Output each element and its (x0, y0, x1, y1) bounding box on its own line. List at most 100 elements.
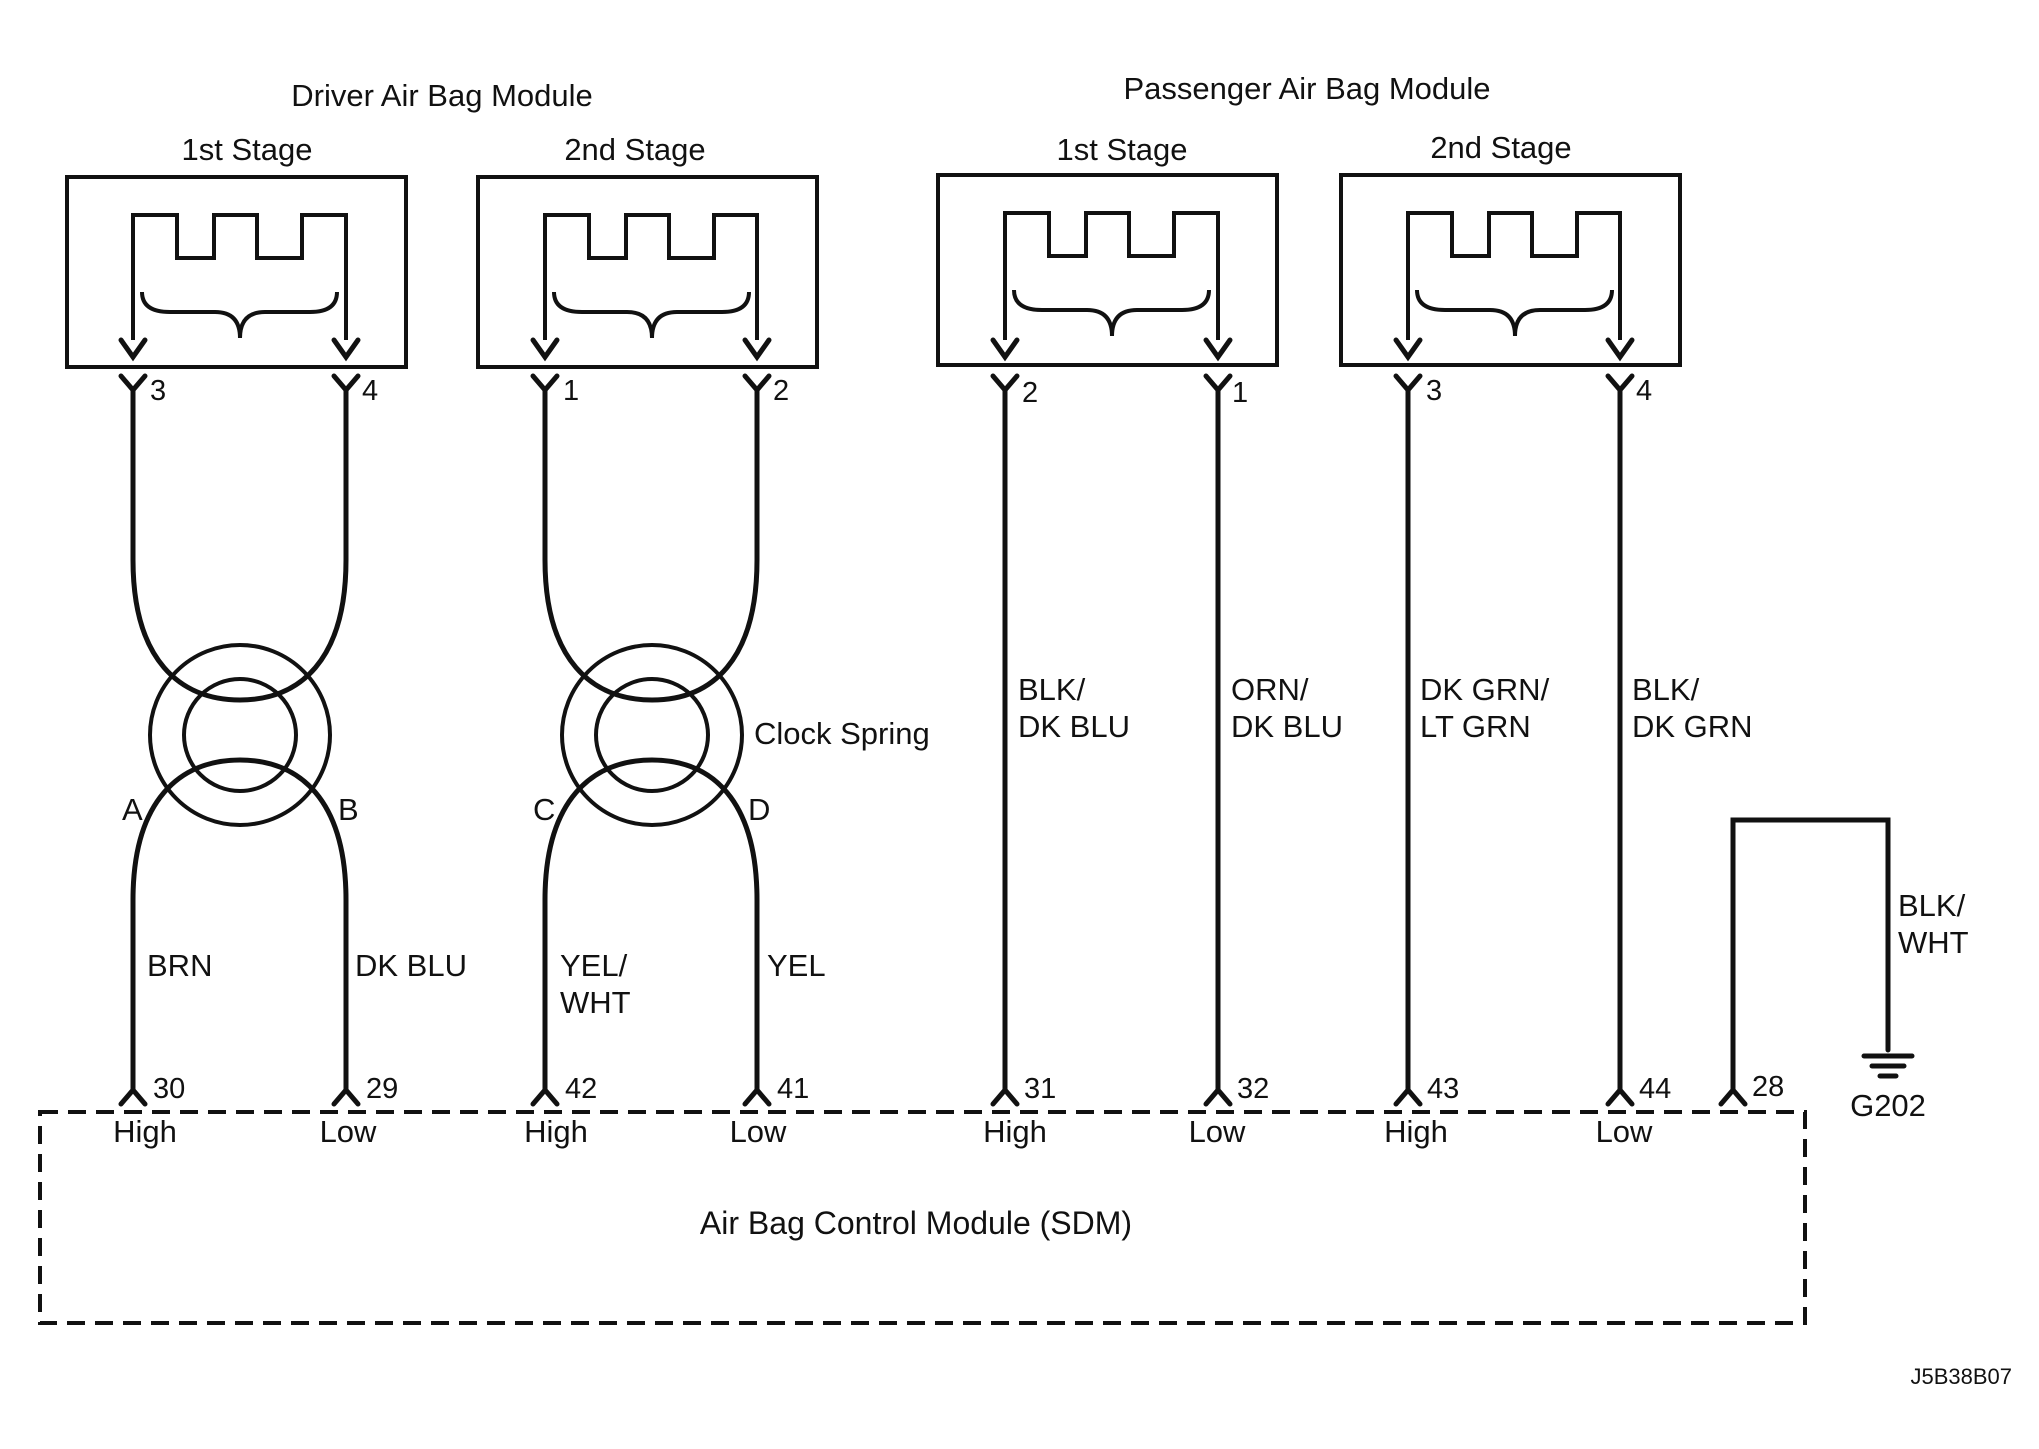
sdm-level-label: High (1384, 1114, 1448, 1149)
pin-label: 3 (150, 375, 166, 407)
inflator-box (936, 173, 1279, 367)
wire-color-label: ORN/ (1231, 672, 1309, 707)
wire-color-label: DK GRN (1632, 709, 1753, 744)
initiator-brace (1415, 289, 1614, 337)
passenger-wiring (1002, 387, 1623, 1093)
wire-color-label: BLK/ (1898, 888, 1966, 923)
sdm-module-label: Air Bag Control Module (SDM) (700, 1205, 1132, 1241)
arrow-icon (742, 337, 772, 362)
wire-color-label: DK BLU (1231, 709, 1343, 744)
sdm-level-label: Low (1189, 1114, 1246, 1149)
sdm-pin-label: 42 (565, 1073, 597, 1105)
connector-icon (1203, 1086, 1233, 1107)
ground-label: G202 (1850, 1088, 1926, 1123)
connector-icon (990, 1086, 1020, 1107)
clock-spring-terminal: A (122, 792, 143, 827)
wire-color-label: YEL (767, 948, 826, 983)
arrow-icon (990, 337, 1020, 362)
clock-spring-inner-ring (594, 677, 710, 793)
arrow-icon (1393, 337, 1423, 362)
sdm-pin-label: 32 (1237, 1073, 1269, 1105)
sdm-level-label: Low (730, 1114, 787, 1149)
wire-color-label: WHT (1898, 925, 1969, 960)
wire-upper-loop (542, 387, 760, 703)
pin-label: 2 (1022, 377, 1038, 409)
sdm-level-label: High (113, 1114, 177, 1149)
wire-lower-loop (542, 757, 760, 1093)
driver-stage1-inflator (65, 175, 408, 369)
pin-label: 3 (1426, 375, 1442, 407)
wire-color-label: WHT (560, 985, 631, 1020)
sdm-pin-label: 31 (1024, 1073, 1056, 1105)
clock-spring-label: Clock Spring (754, 716, 930, 751)
pin-label: 2 (773, 375, 789, 407)
wire-color-label: YEL/ (560, 948, 628, 983)
clock-spring-terminal: D (748, 792, 770, 827)
sdm-module-box (38, 1110, 1807, 1325)
sdm-connector-pins (118, 1086, 1748, 1107)
wire-color-label: BLK/ (1632, 672, 1700, 707)
driver-stage2-wiring (542, 387, 760, 1093)
wire-ground (1730, 817, 1891, 1093)
arrow-icon (1605, 337, 1635, 362)
ground-icon (1861, 1053, 1915, 1079)
driver-module-title: Driver Air Bag Module (291, 78, 593, 113)
sdm-level-label: Low (320, 1114, 377, 1149)
wire-upper-loop (130, 387, 349, 703)
wire-color-label: BRN (147, 948, 212, 983)
wire-color-label: DK GRN/ (1420, 672, 1550, 707)
initiator-brace (140, 291, 339, 339)
inflator-box (476, 175, 819, 369)
pin-label: 1 (1232, 377, 1248, 409)
sdm-level-label: High (524, 1114, 588, 1149)
connector-icon (1605, 1086, 1635, 1107)
arrow-icon (118, 337, 148, 362)
module-connector-pins (118, 373, 1635, 394)
sdm-pin-label: 28 (1752, 1071, 1784, 1103)
passenger-stage1-inflator (936, 173, 1279, 367)
clock-spring-inner-ring (182, 677, 298, 793)
wire-color-label: DK BLU (355, 948, 467, 983)
sdm-level-label: High (983, 1114, 1047, 1149)
clock-spring-outer-ring (148, 643, 332, 827)
connector-icon (1393, 1086, 1423, 1107)
initiator-element (1003, 211, 1220, 340)
arrow-icon (1203, 337, 1233, 362)
clock-spring-terminal: B (338, 792, 359, 827)
clock-spring-outer-ring (560, 643, 744, 827)
arrow-icon (530, 337, 560, 362)
sdm-pin-label: 30 (153, 1073, 185, 1105)
initiator-brace (552, 291, 751, 339)
initiator-element (543, 213, 759, 340)
arrow-icon (331, 337, 361, 362)
pin-label: 4 (362, 375, 378, 407)
sdm-pin-label: 43 (1427, 1073, 1459, 1105)
connector-icon (331, 1086, 361, 1107)
passenger-stage2-inflator (1339, 173, 1682, 367)
driver-stage1-label: 1st Stage (182, 132, 313, 167)
passenger-module-title: Passenger Air Bag Module (1123, 71, 1490, 106)
wire-color-label: DK BLU (1018, 709, 1130, 744)
driver-stage2-inflator (476, 175, 819, 369)
connector-icon (530, 1086, 560, 1107)
ground-circuit (1730, 817, 1915, 1093)
connector-icon (118, 1086, 148, 1107)
clock-spring-terminal: C (533, 792, 555, 827)
sdm-level-label: Low (1596, 1114, 1653, 1149)
wire-color-label: BLK/ (1018, 672, 1086, 707)
driver-stage1-wiring (130, 387, 349, 1093)
sdm-pin-label: 29 (366, 1073, 398, 1105)
connector-icon (1718, 1086, 1748, 1107)
inflator-box (1339, 173, 1682, 367)
pin-label: 4 (1636, 375, 1652, 407)
inflator-box (65, 175, 408, 369)
passenger-stage1-label: 1st Stage (1057, 132, 1188, 167)
driver-stage2-label: 2nd Stage (564, 132, 705, 167)
initiator-brace (1012, 289, 1211, 337)
pin-label: 1 (563, 375, 579, 407)
connector-icon (742, 1086, 772, 1107)
figure-code: J5B38B07 (1910, 1364, 2012, 1389)
wire-color-label: LT GRN (1420, 709, 1531, 744)
sdm-pin-label: 44 (1639, 1073, 1671, 1105)
